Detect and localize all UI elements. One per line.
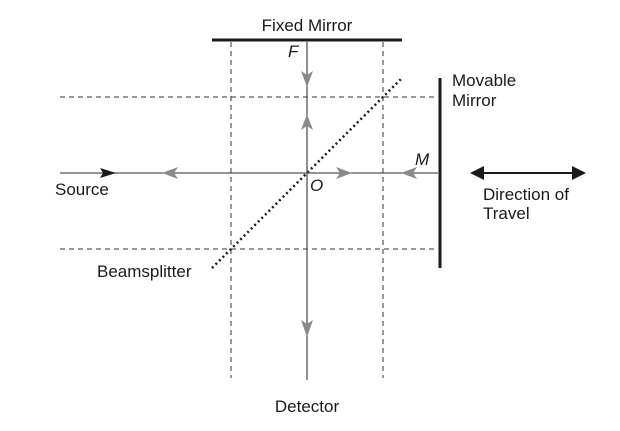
source-label: Source (55, 180, 109, 199)
point-m-label: M (415, 150, 430, 169)
movable-mirror-label-line1: Movable (452, 71, 516, 90)
movable-mirror-label-line2: Mirror (452, 91, 497, 110)
detector-label: Detector (275, 397, 340, 416)
return-arrow-left-icon (162, 167, 178, 179)
point-f-label: F (288, 42, 300, 61)
dashed-guides (60, 42, 438, 378)
arrow-to-movable-mirror-icon (336, 167, 352, 179)
fixed-mirror-label: Fixed Mirror (262, 16, 353, 35)
arrow-up-to-fixed-mirror-icon (301, 114, 313, 130)
arrow-from-movable-mirror-icon (401, 167, 417, 179)
source-arrow-icon (100, 168, 116, 178)
direction-of-travel-arrow-icon (470, 166, 586, 180)
direction-of-travel-label-line1: Direction of (483, 185, 569, 204)
point-o-label: O (310, 176, 323, 195)
arrow-to-detector-icon (301, 320, 313, 337)
direction-of-travel-label-line2: Travel (483, 204, 530, 223)
arrow-down-from-fixed-mirror-icon (301, 71, 313, 87)
beamsplitter-label: Beamsplitter (97, 262, 192, 281)
